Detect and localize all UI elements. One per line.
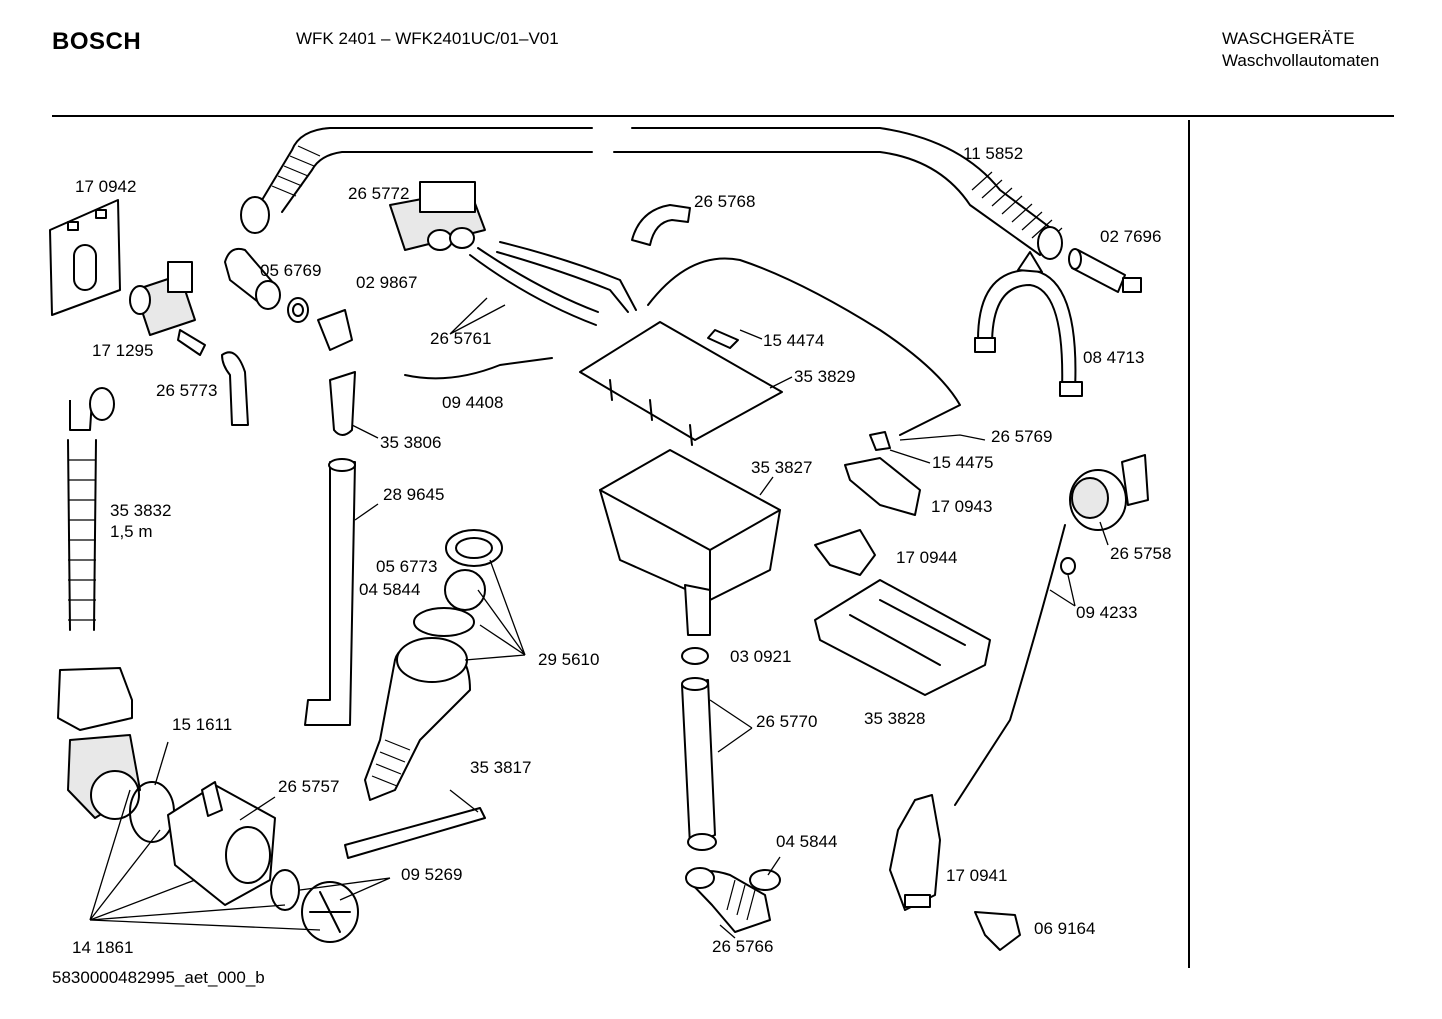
part-label: 35 3827: [751, 458, 813, 477]
hose-353817-drawing: [344, 807, 486, 859]
elbow-056769-drawing: [224, 247, 281, 310]
part-label: 26 5766: [712, 937, 774, 956]
hose-265766-drawing: [685, 867, 781, 933]
part-label: 35 3828: [864, 709, 926, 728]
bellows-295610-drawing: [364, 529, 503, 801]
model-number: WFK 2401 – WFK2401UC/01–V01: [296, 29, 559, 48]
part-label: 17 0941: [946, 866, 1008, 885]
pressure-switch-265758-drawing: [1069, 454, 1149, 531]
part-label: 28 9645: [383, 485, 445, 504]
part-label: 17 0942: [75, 177, 137, 196]
part-label: 26 5757: [278, 777, 340, 796]
drain-hose-353832-drawing: [67, 387, 115, 631]
dispenser-housing-353827-drawing: [599, 449, 781, 636]
part-label: 11 5852: [963, 144, 1024, 163]
funnel-353806-drawing: [317, 309, 356, 436]
part-label: 26 5758: [1110, 544, 1172, 563]
hose-265761a-drawing: [469, 247, 599, 326]
part-label: 26 5770: [756, 712, 818, 731]
part-label: 05 6773: [376, 557, 438, 576]
cover-353829-drawing: [579, 321, 783, 446]
connector-154475-drawing: [869, 431, 891, 451]
part-label: 03 0921: [730, 647, 792, 666]
part-label: 15 4475: [932, 453, 994, 472]
part-label: 26 5773: [156, 381, 218, 400]
hose-094408-drawing: [404, 357, 553, 380]
part-170944-drawing: [814, 529, 876, 576]
part-170943-drawing: [844, 457, 921, 516]
part-label: 15 4474: [763, 331, 825, 350]
part-label-length: 1,5 m: [110, 522, 153, 541]
leader-lines: [89, 297, 1109, 939]
hose-289645-drawing: [304, 461, 356, 726]
cover-plate-170942-drawing: [49, 199, 121, 316]
hose-265761b-drawing: [496, 241, 637, 313]
part-label: 15 1611: [172, 715, 233, 734]
part-label: 26 5772: [348, 184, 410, 203]
part-label: 06 9164: [1034, 919, 1096, 938]
part-label: 17 0944: [896, 548, 958, 567]
part-label: 04 5844: [776, 832, 838, 851]
part-label: 04 5844: [359, 580, 421, 599]
part-label: 02 7696: [1100, 227, 1162, 246]
header-divider: [52, 115, 1394, 117]
ring-029867-drawing: [287, 297, 309, 323]
brand-logo: BOSCH: [52, 28, 142, 55]
part-label: 14 1861: [72, 938, 134, 957]
part-label: 08 4713: [1083, 348, 1145, 367]
part-label: 09 4408: [442, 393, 504, 412]
part-label: 17 1295: [92, 341, 154, 360]
plug-027696-drawing: [1068, 248, 1142, 293]
part-label: 05 6769: [260, 261, 322, 280]
bracket-170941-drawing: [889, 794, 941, 911]
category-subtitle: Waschvollautomaten: [1222, 51, 1380, 70]
part-label: 35 3806: [380, 433, 442, 452]
part-label: 35 3829: [794, 367, 856, 386]
category-title: WASCHGERÄTE: [1222, 29, 1355, 48]
part-label: 29 5610: [538, 650, 600, 669]
margin-divider: [1188, 120, 1190, 968]
drawer-353828-drawing: [814, 579, 991, 696]
document-code: 5830000482995_aet_000_b: [52, 968, 265, 987]
part-label: 09 5269: [401, 865, 463, 884]
solenoid-valve-265772-drawing: [389, 181, 486, 251]
hose-265768-drawing: [631, 204, 691, 246]
part-label: 02 9867: [356, 273, 418, 292]
part-label: 17 0943: [931, 497, 993, 516]
part-label: 26 5768: [694, 192, 756, 211]
part-label: 26 5769: [991, 427, 1053, 446]
hose-265769-drawing: [647, 257, 961, 436]
part-label: 26 5761: [430, 329, 492, 348]
part-label: 35 3817: [470, 758, 532, 777]
part-069164-drawing: [974, 911, 1021, 951]
part-label: 35 3832: [110, 501, 172, 520]
valve-171295-drawing: [129, 261, 206, 356]
hose-115852-drawing: [240, 127, 1063, 260]
part-label: 09 4233: [1076, 603, 1138, 622]
hose-265773-drawing: [221, 351, 249, 426]
hose-094233-drawing: [954, 524, 1066, 806]
pipe-265770-drawing: [681, 647, 717, 851]
bracket-084713-drawing: [974, 251, 1083, 397]
